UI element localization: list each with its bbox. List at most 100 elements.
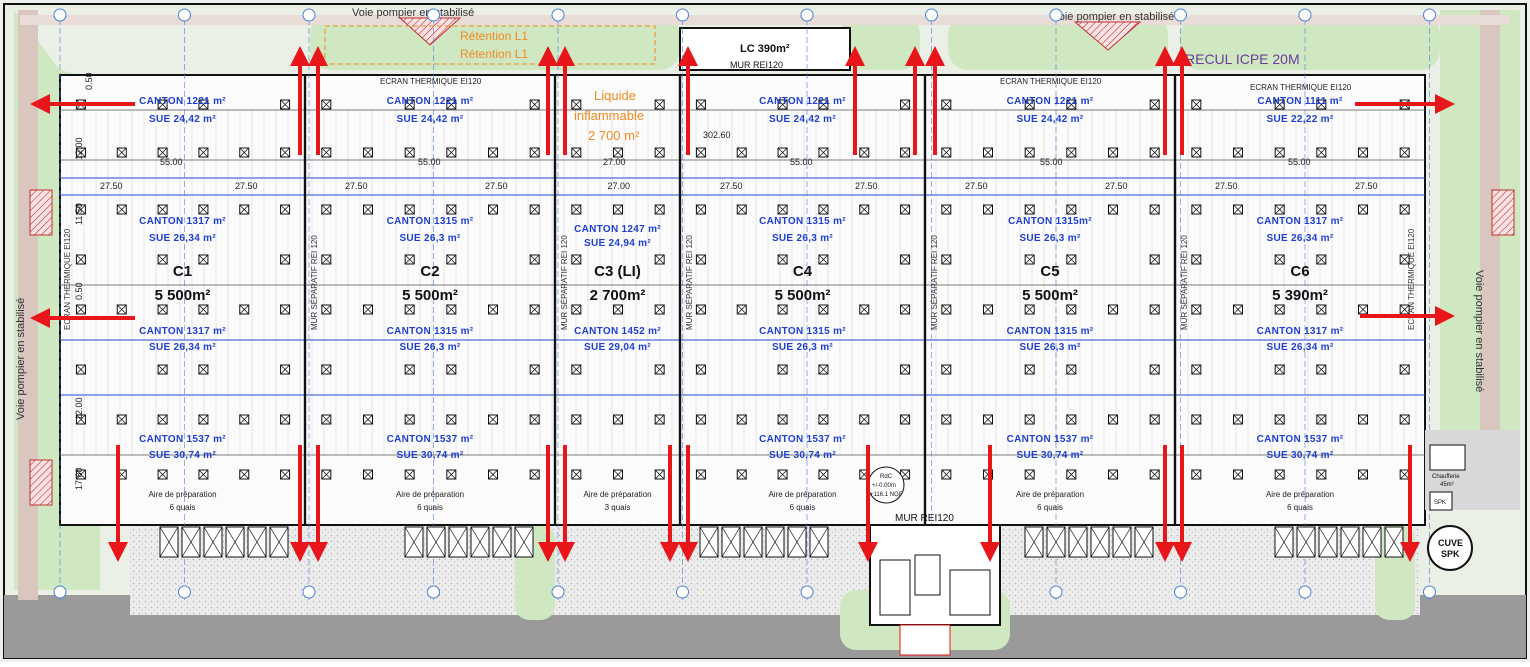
sprinkler-icon [198,147,209,158]
sprinkler-icon [1024,254,1035,265]
sprinkler-icon [446,304,457,315]
axis-marker [800,585,814,599]
inflammable-label: inflammable [574,108,644,123]
sprinkler-icon [446,204,457,215]
sprinkler-icon [157,414,168,425]
cell-name: C5 [1040,263,1059,280]
sprinkler-icon [859,304,870,315]
sprinkler-icon [1191,364,1202,375]
voie-pompier-left: Voie pompier en stabilisé [15,298,27,420]
sprinkler-icon [941,254,952,265]
chaufferie-label: Chaufferie [1432,474,1460,480]
chaufferie-area: 45m² [1440,482,1454,488]
sprinkler-icon [75,304,86,315]
axis-marker [1298,585,1312,599]
sprinkler-icon [404,204,415,215]
dock-door [787,526,807,558]
sprinkler-icon [654,364,665,375]
sprinkler-icon [736,304,747,315]
sprinkler-icon [818,204,829,215]
cell-name: C1 [173,263,192,280]
dock-door [492,526,512,558]
sprinkler-icon [818,469,829,480]
axis-marker [427,585,440,599]
dock-door [1362,526,1382,558]
sprinkler-icon [198,414,209,425]
sprinkler-icon [859,414,870,425]
sprinkler-icon [777,254,788,265]
sprinkler-icon [571,147,582,158]
dock-door [1090,526,1110,558]
mur-separatif-label: MUR SÉPARATIF REI 120 [310,235,319,330]
sue-3-label: SUE 29,04 m² [584,342,651,353]
recul-icpe-label: RECUL ICPE 20M [1185,51,1300,67]
sprinkler-icon [116,304,127,315]
sprinkler-icon [900,364,911,375]
retention-label-2: Rétention L1 [460,47,528,61]
rdc-label: RdC [880,474,893,480]
dock-door [1318,526,1338,558]
lc-room [679,27,851,71]
sprinkler-icon [654,304,665,315]
sprinkler-icon [404,147,415,158]
sue-2-label: SUE 26,34 m² [149,233,216,244]
sprinkler-icon [1399,414,1410,425]
office-room-3 [949,569,991,616]
hatch-right [1491,189,1515,236]
sprinkler-icon [1108,304,1118,315]
sprinkler-icon [736,469,747,480]
sue-4-label: SUE 30,74 m² [1017,450,1084,461]
sprinkler-icon [404,364,415,375]
ecran-label-c5: ECRAN THERMIQUE EI120 [1000,77,1102,86]
hatch-top-2 [1073,21,1142,51]
sprinkler-icon [1191,254,1202,265]
dim-row-3: 11.50 [74,203,84,225]
sprinkler-icon [280,204,291,215]
sprinkler-icon [404,469,415,480]
cell-area: 5 500m² [402,287,458,304]
hatch-left-1 [29,189,53,236]
dim-2750-a: 27.50 [100,181,123,191]
sue-2-label: SUE 26,3 m² [1019,233,1080,244]
sprinkler-icon [1149,204,1160,215]
sprinkler-icon [280,99,291,110]
sprinkler-icon [777,469,788,480]
sprinkler-icon [446,364,457,375]
sprinkler-icon [613,469,623,480]
sprinkler-icon [1024,469,1035,480]
axis-marker [1049,585,1063,599]
axis-marker [1174,8,1187,22]
entrance-sign [899,624,951,656]
quais-label: 3 quais [605,503,631,512]
sprinkler-icon [695,99,706,110]
sprinkler-icon [1066,254,1077,265]
ecran-label-c2: ECRAN THERMIQUE EI120 [380,77,482,86]
dim-2750-b: 27.50 [1105,181,1128,191]
sprinkler-icon [1066,147,1077,158]
sprinkler-icon [1066,304,1077,315]
sprinkler-icon [529,414,540,425]
axis-marker [551,8,565,22]
dock-door [1024,526,1044,558]
sprinkler-icon [1108,469,1118,480]
sprinkler-icon [529,364,540,375]
sprinkler-icon [695,364,706,375]
cell-area: 5 500m² [155,287,211,304]
sprinkler-icon [1024,414,1035,425]
dock-door [1384,526,1404,558]
quais-label: 6 quais [790,503,816,512]
sprinkler-icon [75,204,86,215]
sprinkler-icon [571,254,582,265]
dock-door [809,526,829,558]
sprinkler-icon [529,147,540,158]
sprinkler-icon [1191,414,1202,425]
dock-door [1296,526,1316,558]
sprinkler-icon [1358,147,1368,158]
sprinkler-icon [818,254,829,265]
sprinkler-icon [1316,254,1327,265]
canton-1-label: CANTON 1221 m² [387,96,474,107]
sprinkler-icon [446,99,457,110]
